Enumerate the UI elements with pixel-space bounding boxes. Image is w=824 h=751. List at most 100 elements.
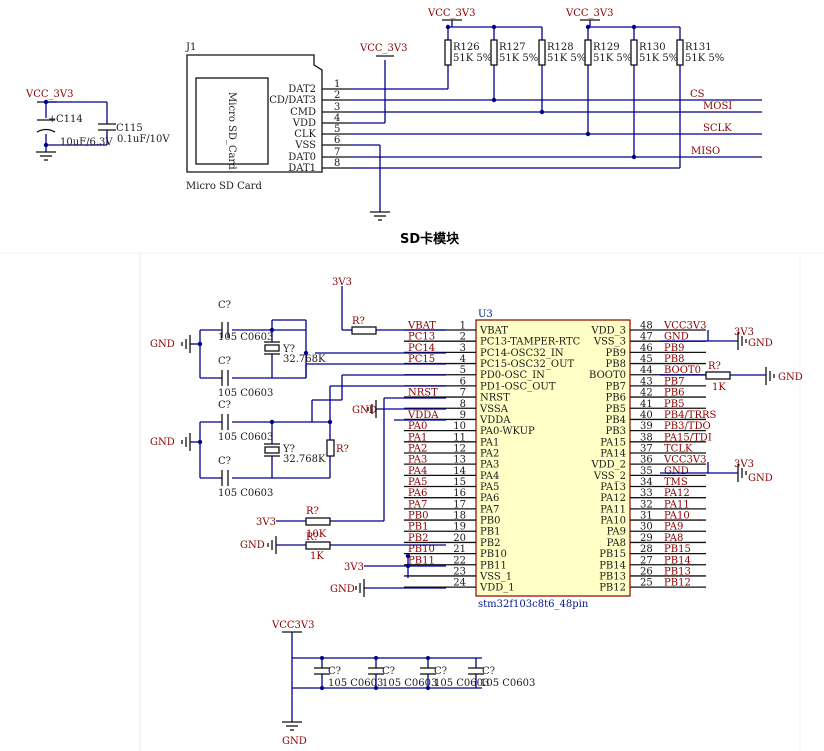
cap-ref-c114: C114 [56,114,83,125]
mcu-pin-net: PC15 [408,354,435,365]
mcu-pin-name: PA8 [607,538,626,549]
mcu-pin-net: PA1 [408,432,427,443]
resistor-ref: R130 [639,42,666,53]
cap-ref: C? [328,666,341,677]
mcu-pin-number: 2 [460,332,466,343]
mcu-pin-name: PA4 [480,471,499,482]
mcu-pin-number: 28 [640,544,653,555]
mcu-pin-name: VSS_2 [593,471,626,482]
mcu-pin-number: 3 [460,343,466,354]
resistor-body [676,39,684,66]
sd-pin-name-4: VDD [292,118,316,129]
mcu-pin-net: PB9 [664,343,684,354]
mcu-pin-name: PA0-WKUP [480,426,535,437]
mcu-pin-number: 35 [640,466,653,477]
mcu-pin-name: PB10 [480,549,507,560]
power-label-vcc3v3: VCC_3V3 [565,8,613,19]
mcu-pin-name: PB2 [480,538,500,549]
mcu-pin-net: PA0 [408,421,427,432]
gnd-label: GND [778,372,803,383]
mcu-pin-net: GND [664,466,689,477]
resistor-ref: R127 [499,42,526,53]
mcu-left-extra-labels: 3V3 R? GND GND C? 105 C0603 C? 105 C0603… [150,277,377,595]
sd-pin-name-3: CMD [290,107,316,118]
mcu-pin-net: PA3 [408,455,427,466]
mcu-pin-name: VSS_3 [593,337,626,348]
mcu-pin-number: 13 [453,455,466,466]
mcu-pin-name: VBAT [479,326,508,337]
sd-pin-name-8: DAT1 [288,163,316,174]
resistor-body [305,541,331,550]
junction-dot [197,341,203,347]
cap-value: 105 C0603 [382,678,437,689]
mcu-pin-name: VSSA [479,404,509,415]
gnd-label: GND [748,473,773,484]
mcu-pin-number: 29 [640,533,653,544]
sd-pin-name-7: DAT0 [288,152,316,163]
mcu-pin-net: PB14 [664,555,691,566]
mcu-pin-number: 22 [453,555,466,566]
resistor-ref: R128 [547,42,574,53]
mcu-ref: U3 [478,309,493,320]
junction-dot [374,686,378,690]
sd-pin-names: DAT2 CD/DAT3 CMD VDD CLK VSS DAT0 DAT1 [269,84,316,174]
ground-symbol [370,211,390,221]
junction-dot [43,142,49,148]
mcu-pin-name: PC13-TAMPER-RTC [480,337,581,348]
mcu-pin-name: PB9 [606,348,626,359]
mcu-pin-number: 46 [640,343,653,354]
mcu-pin-net: BOOT0 [664,365,701,376]
sd-decoupling-caps: + C114 10uF/6.3V C115 0.1uF/10V [36,99,170,161]
mcu-pin-net: PA7 [408,499,427,510]
mcu-pin-number: 14 [453,466,466,477]
mcu-pin-name: PA13 [600,482,626,493]
crystal-ref: Y? [282,444,295,455]
gnd-label: GND [352,405,377,416]
sd-pin-num-2: 2 [334,90,340,101]
mcu-pin-name: VDD_1 [479,583,515,594]
mcu-pin-net: PB12 [664,578,691,589]
sd-junctions [445,24,637,160]
cap-ref: C? [482,666,495,677]
cap-ref: C? [382,666,395,677]
mcu-pin-net: VCC3V3 [663,321,706,332]
cap-ref: C? [218,300,231,311]
mcu-pin-number: 39 [640,421,653,432]
mcu-pin-name: PC15-OSC32_OUT [480,359,575,370]
cap-value: 105 C0603 [434,678,489,689]
power-label-vcc3v3: VCC_3V3 [359,43,407,54]
mcu-pin-net: PA10 [664,511,690,522]
mcu-pin-net: PB15 [664,544,691,555]
mcu-pin-number: 48 [640,321,653,332]
junction-dot [631,154,637,160]
resistor-body [444,39,452,66]
cap-value: 105 C0603 [218,388,273,399]
resistor-value: 1K [310,551,324,562]
resistor-body [705,371,731,380]
sd-card-section: J1 Micro SD_Card Micro SD Card DAT2 CD/D… [25,8,762,247]
mcu-pin-number: 6 [460,376,466,387]
mcu-section: U3 stm32f103c8t6_48pin VBAT1VBATPC13-TAM… [150,277,803,747]
mcu-pin-number: 41 [640,399,653,410]
mcu-pin-name: VDD_2 [590,460,626,471]
sd-net-labels: CS MOSI SCLK MISO [690,89,732,157]
resistor-body [490,39,498,66]
crystal-value: 32.768K [283,354,326,365]
mcu-pin-name: PA5 [480,482,499,493]
net-label-cs: CS [690,89,705,100]
sd-resistor-labels: R126 51K 5% R127 51K 5% R128 51K 5% R129… [453,42,724,64]
resistor-ref: R129 [593,42,620,53]
mcu-pin-name: NRST [480,393,510,404]
mcu-pin-name: PA14 [600,448,626,459]
resistor-ref: R? [708,361,721,372]
mcu-pin-net: PB0 [408,511,428,522]
resistor-body [326,439,335,457]
junction-dot [374,656,378,660]
mcu-pin-name: PA15 [600,437,626,448]
mcu-pin-net: VDDA [407,410,439,421]
mcu-right-extra-labels: 3V3 GND R? 1K GND 3V3 GND [708,327,803,484]
junction-dot [585,24,591,30]
mcu-part: stm32f103c8t6_48pin [478,599,589,610]
mcu-pin-name: PD1-OSC_OUT [480,381,556,392]
mcu-pin-net: PB3/TDO [664,421,711,432]
